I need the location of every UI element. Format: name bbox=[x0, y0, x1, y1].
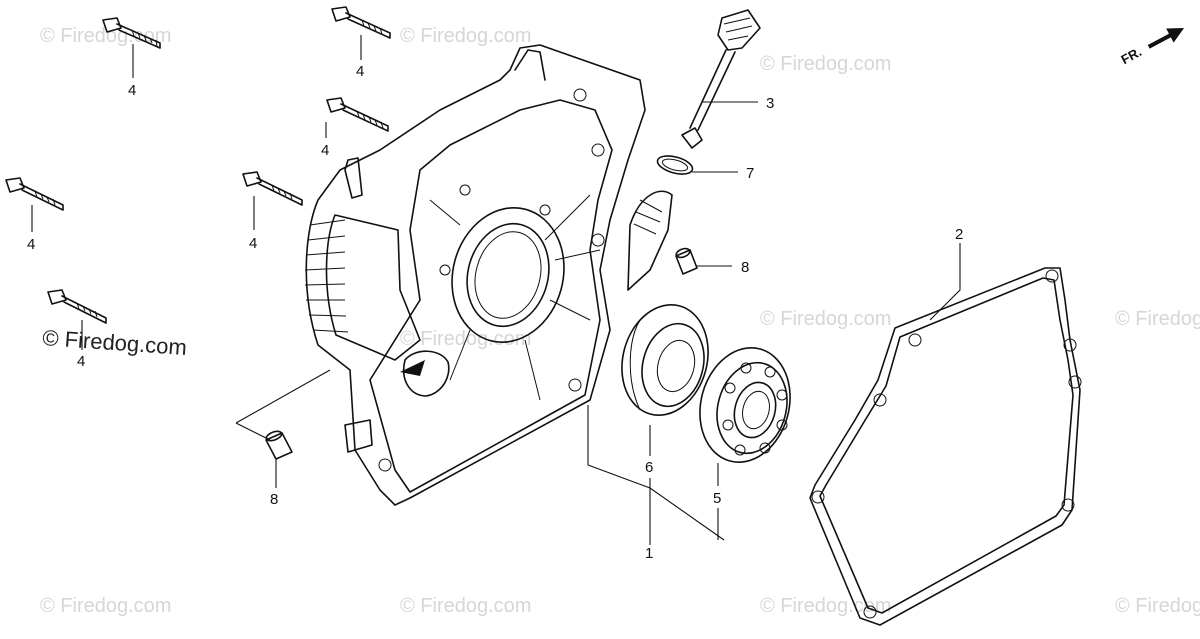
watermark: © Firedog.com bbox=[400, 25, 531, 47]
callouts: 4 4 4 4 4 4 3 7 8 2 8 6 5 1 bbox=[27, 63, 963, 562]
watermark: © Firedog.com bbox=[760, 308, 891, 330]
watermark-dark: © Firedog.com bbox=[42, 325, 188, 360]
watermark: © Firedog.com bbox=[760, 53, 891, 75]
leader-lines bbox=[31, 35, 961, 545]
watermarks: © Firedog.com © Firedog.com © Firedog.co… bbox=[40, 25, 1200, 617]
bolt-flange bbox=[326, 97, 389, 132]
bolt-flange bbox=[242, 171, 303, 206]
callout-7: 7 bbox=[746, 165, 754, 182]
callout-4: 4 bbox=[249, 235, 257, 252]
callout-4: 4 bbox=[321, 142, 329, 159]
o-ring bbox=[656, 155, 694, 175]
watermark: © Firedog.com bbox=[400, 595, 531, 617]
callout-3: 3 bbox=[766, 95, 774, 112]
fr-label: FR. bbox=[1118, 44, 1144, 67]
callout-8: 8 bbox=[270, 491, 278, 508]
watermark: © Firedog.com bbox=[40, 595, 171, 617]
watermark: © Firedog.com bbox=[1115, 308, 1200, 330]
front-direction-indicator: FR. bbox=[1118, 28, 1185, 67]
callout-4: 4 bbox=[27, 236, 35, 253]
callout-8: 8 bbox=[741, 259, 749, 276]
watermark: © Firedog.com bbox=[1115, 595, 1200, 617]
dipstick bbox=[681, 9, 761, 149]
dowel-pin bbox=[675, 247, 698, 275]
bolt-flange bbox=[47, 289, 107, 324]
callout-4: 4 bbox=[77, 353, 85, 370]
crankcase-cover bbox=[304, 44, 673, 506]
watermark: © Firedog.com bbox=[760, 595, 891, 617]
watermark: © Firedog.com bbox=[40, 25, 171, 47]
ball-bearing bbox=[699, 347, 791, 463]
callout-1: 1 bbox=[645, 545, 653, 562]
callout-2: 2 bbox=[955, 226, 963, 243]
oil-seal bbox=[621, 304, 709, 416]
bolt-flange bbox=[5, 177, 64, 211]
callout-4: 4 bbox=[128, 82, 136, 99]
gasket bbox=[809, 267, 1082, 626]
dowel-pin bbox=[265, 430, 293, 460]
watermark: © Firedog.com bbox=[400, 328, 531, 350]
front-arrow-icon bbox=[1147, 28, 1185, 49]
callout-6: 6 bbox=[645, 459, 653, 476]
callout-4: 4 bbox=[356, 63, 364, 80]
bolt-flange bbox=[331, 6, 391, 39]
bolt-flange bbox=[102, 17, 161, 49]
callout-5: 5 bbox=[713, 490, 721, 507]
